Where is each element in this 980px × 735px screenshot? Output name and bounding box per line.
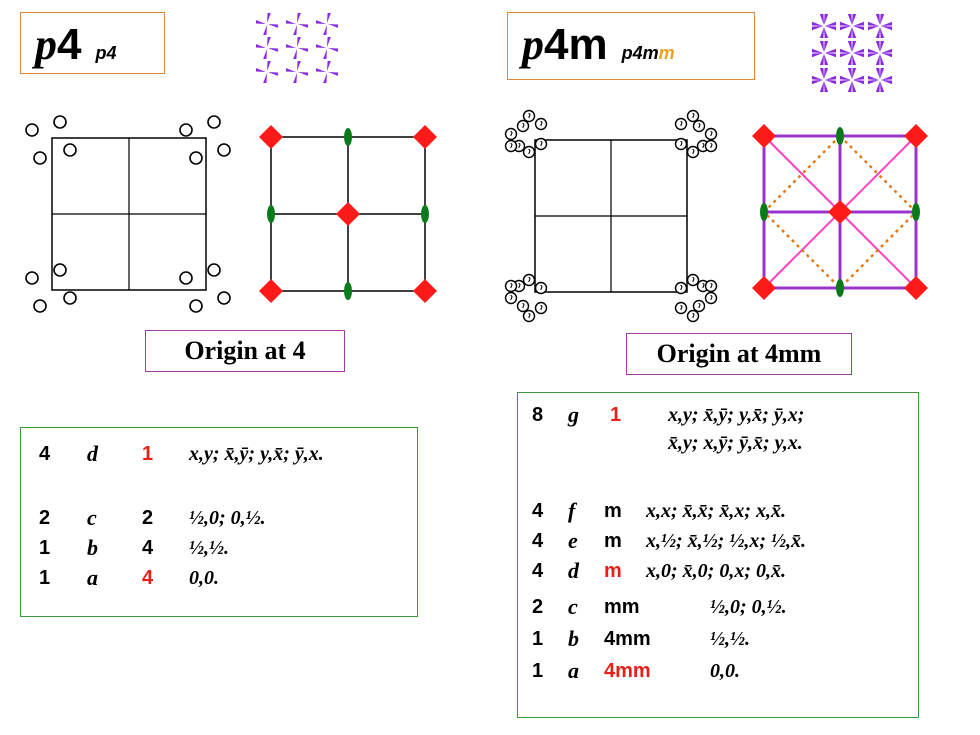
- general-position-circle: [686, 109, 700, 123]
- left-origin-label: Origin at 4: [145, 330, 345, 372]
- right-origin-label: Origin at 4mm: [626, 333, 852, 375]
- general-position-circle: [674, 117, 688, 131]
- motif-pinwheel: [286, 37, 308, 59]
- motif-pinwheel: [812, 41, 836, 65]
- general-position-circle: [686, 273, 700, 287]
- general-position-circle: [534, 301, 548, 315]
- general-position-circle: [674, 137, 688, 151]
- motif-pinwheel: [256, 61, 278, 83]
- general-position-circle: [534, 137, 548, 151]
- left-title-box: p4 p4: [20, 12, 165, 74]
- general-position-circle: [692, 299, 706, 313]
- motif-pinwheel: [868, 68, 892, 92]
- general-position-circle: [686, 145, 700, 159]
- general-position-circle: [522, 273, 536, 287]
- general-position-circle: [674, 281, 688, 295]
- right-motif-pattern: [812, 14, 892, 92]
- general-position-circle: [522, 145, 536, 159]
- motif-pinwheel: [316, 37, 338, 59]
- general-position-circle: [534, 281, 548, 295]
- left-general-position-diagram: [25, 115, 231, 313]
- general-position-circle: [674, 301, 688, 315]
- general-position-circle: [504, 139, 518, 153]
- general-position-circle: [522, 109, 536, 123]
- general-position-circle: [704, 279, 718, 293]
- general-position-circle: [704, 127, 718, 141]
- motif-pinwheel: [812, 14, 836, 38]
- motif-pinwheel: [840, 14, 864, 38]
- motif-pinwheel: [256, 37, 278, 59]
- general-position-circle: [504, 291, 518, 305]
- general-position-circle: [522, 309, 536, 323]
- motif-pinwheel: [316, 61, 338, 83]
- left-title: p4: [35, 20, 82, 69]
- motif-pinwheel: [286, 13, 308, 35]
- left-title-small: p4: [95, 43, 117, 63]
- motif-pinwheel: [316, 13, 338, 35]
- general-position-circle: [534, 117, 548, 131]
- motif-pinwheel: [840, 41, 864, 65]
- general-position-circle: [692, 119, 706, 133]
- right-title: p4m: [522, 20, 608, 69]
- general-position-circle: [504, 279, 518, 293]
- right-title-small: p4mm: [621, 43, 675, 63]
- motif-pinwheel: [840, 68, 864, 92]
- general-position-circle: [504, 127, 518, 141]
- motif-pinwheel: [256, 13, 278, 35]
- motif-pinwheel: [812, 68, 836, 92]
- right-wyckoff-table: 8 g 1 x,y; x̄,ȳ; y,x̄; ȳ,x; x̄,y; x,ȳ; ȳ…: [517, 392, 919, 718]
- general-position-circle: [516, 299, 530, 313]
- general-position-circle: [704, 291, 718, 305]
- general-position-circle: [516, 119, 530, 133]
- motif-pinwheel: [868, 14, 892, 38]
- motif-pinwheel: [868, 41, 892, 65]
- right-title-box: p4m p4mm: [507, 12, 755, 80]
- right-symmetry-diagram: [752, 124, 928, 300]
- general-position-circle: [686, 309, 700, 323]
- left-symmetry-diagram: [259, 125, 437, 303]
- motif-pinwheel: [286, 61, 308, 83]
- right-general-position-diagram: [504, 109, 718, 323]
- left-wyckoff-table: 4 d 1 x,y; x̄,ȳ; y,x̄; ȳ,x. 2 c 2 ½,0; 0…: [20, 427, 418, 617]
- left-motif-pattern: [256, 13, 338, 83]
- general-position-circle: [704, 139, 718, 153]
